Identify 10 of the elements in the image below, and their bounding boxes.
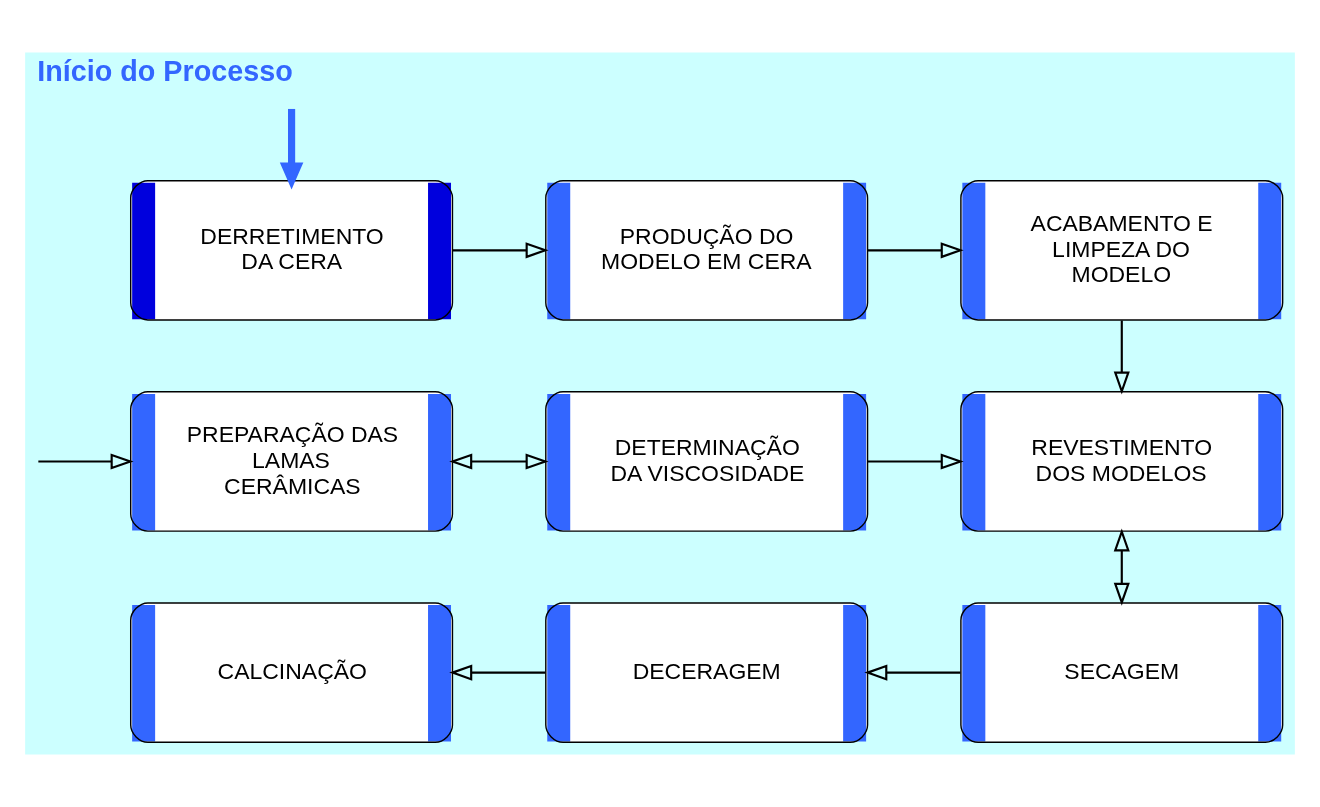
- arrow: [1113, 528, 1130, 606]
- arrow: [449, 453, 549, 470]
- arrow: [38, 453, 134, 470]
- arrow: [867, 242, 964, 259]
- arrow: [867, 453, 964, 470]
- arrow: [279, 108, 304, 190]
- arrow: [449, 664, 546, 681]
- arrow: [1113, 320, 1130, 395]
- arrow: [452, 242, 549, 259]
- arrow: [864, 664, 961, 681]
